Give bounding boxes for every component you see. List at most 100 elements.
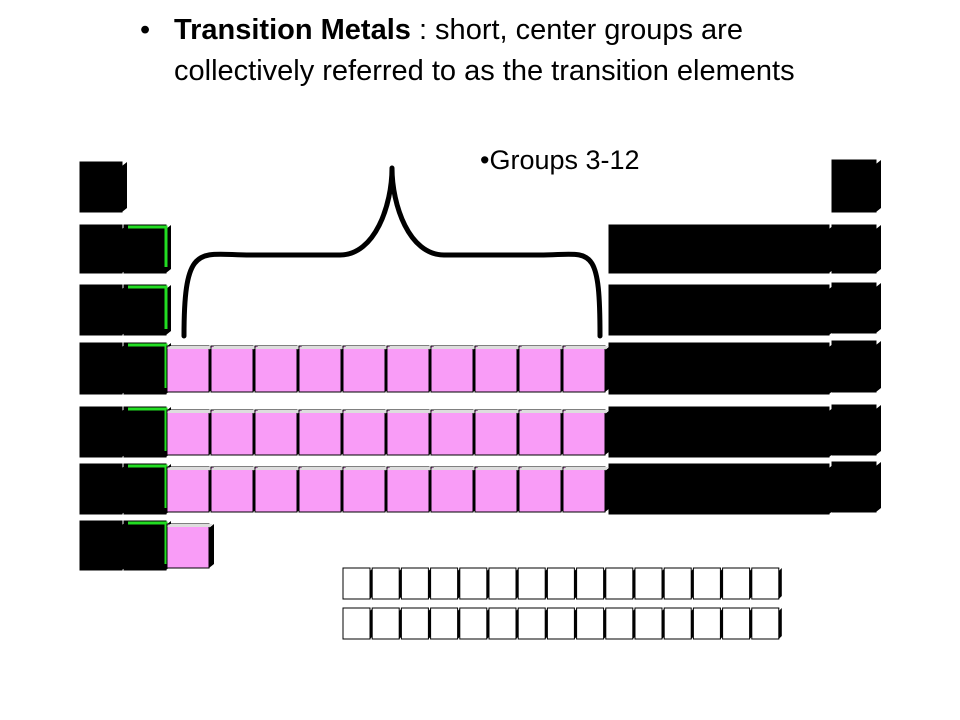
- f-block-cell: [546, 607, 578, 640]
- f-block-cell: [751, 567, 782, 600]
- f-block-cell: [371, 607, 403, 640]
- f-block-cell: [634, 567, 665, 600]
- group-2-cell: [123, 342, 171, 395]
- f-block-cell: [459, 567, 490, 600]
- f-block-cell: [459, 607, 490, 640]
- group-2-cell: [123, 284, 171, 336]
- transition-metal-cell: [474, 409, 522, 456]
- bullet-marker: •: [480, 145, 490, 175]
- transition-metal-cell: [562, 409, 610, 456]
- f-block-cell: [605, 567, 636, 600]
- group-2-edge-highlight: [128, 225, 168, 267]
- transition-metal-cell: [342, 345, 390, 393]
- periodic-table-blocks: [79, 159, 881, 640]
- group-2-edge-highlight: [128, 521, 168, 564]
- group-2-cell: [123, 463, 171, 515]
- f-block-cell: [488, 607, 519, 640]
- transition-metal-cell: [298, 466, 346, 513]
- transition-metal-cell: [254, 409, 302, 456]
- group-1-cell: [79, 406, 127, 458]
- f-block-cell: [576, 567, 607, 600]
- transition-metal-cell: [518, 409, 566, 456]
- transition-metal-cell: [474, 466, 522, 513]
- group-2-cell: [123, 224, 171, 274]
- groups-label: Groups 3-12: [489, 145, 640, 175]
- transition-metal-cell: [254, 466, 302, 513]
- noble-gas-cell: [831, 224, 881, 274]
- f-block-cell: [692, 607, 724, 640]
- transition-metal-cell: [430, 466, 478, 513]
- f-block-cell: [400, 567, 432, 600]
- group-2-edge-highlight: [128, 285, 168, 329]
- transition-metal-cell: [166, 409, 214, 456]
- group-2-cell: [123, 520, 171, 571]
- transition-metal-cell: [518, 466, 566, 513]
- f-block-cell: [488, 567, 519, 600]
- transition-metal-cell: [254, 345, 302, 393]
- group-2-edge-highlight: [128, 343, 168, 388]
- group-2-edge-highlight: [128, 407, 168, 451]
- groups-brace: [181, 165, 603, 339]
- bullet-text: Transition Metals : short, center groups…: [174, 10, 860, 92]
- transition-metal-cell: [430, 345, 478, 393]
- noble-gas-cell: [831, 340, 881, 393]
- f-block-cell: [342, 567, 373, 600]
- transition-metal-cell: [386, 466, 434, 513]
- transition-metal-cell: [298, 345, 346, 393]
- transition-metal-cell: [298, 409, 346, 456]
- transition-metal-cell: [386, 409, 434, 456]
- p-block-row: [608, 224, 834, 274]
- f-block-cell: [576, 607, 607, 640]
- transition-metal-cell: [210, 409, 258, 456]
- transition-metal-cell: [166, 523, 214, 569]
- transition-metal-cell: [430, 409, 478, 456]
- p-block-row: [608, 342, 834, 395]
- transition-metal-cell: [518, 345, 566, 393]
- noble-gas-cell: [831, 404, 881, 456]
- transition-metals-bullet: • Transition Metals : short, center grou…: [140, 10, 860, 92]
- group-2-edge-highlight: [128, 464, 168, 508]
- group-2-cell: [123, 406, 171, 458]
- p-block-row: [608, 463, 834, 515]
- groups-bullet: •Groups 3-12: [480, 142, 640, 178]
- f-block-cell: [342, 607, 373, 640]
- f-block-cell: [722, 567, 753, 600]
- f-block-cell: [430, 607, 461, 640]
- transition-metal-cell: [342, 409, 390, 456]
- noble-gas-cell: [831, 159, 881, 213]
- term-transition-metals: Transition Metals: [174, 14, 411, 46]
- p-block-row: [608, 284, 834, 336]
- transition-metal-cell: [166, 466, 214, 513]
- noble-gas-cell: [831, 282, 881, 334]
- noble-gas-cell: [831, 461, 881, 513]
- transition-metal-cell: [342, 466, 390, 513]
- f-block-cell: [371, 567, 403, 600]
- f-block-cell: [722, 607, 753, 640]
- group-1-cell: [79, 161, 127, 213]
- transition-metal-cell: [562, 466, 610, 513]
- p-block-row: [608, 406, 834, 458]
- group-1-cell: [79, 342, 127, 395]
- f-block-cell: [546, 567, 578, 600]
- f-block-cell: [605, 607, 636, 640]
- transition-metal-cell: [562, 345, 610, 393]
- group-1-cell: [79, 284, 127, 336]
- f-block-cell: [663, 607, 695, 640]
- group-1-cell: [79, 520, 127, 571]
- group-1-cell: [79, 463, 127, 515]
- f-block-cell: [400, 607, 432, 640]
- f-block-cell: [517, 567, 549, 600]
- f-block-cell: [430, 567, 461, 600]
- group-1-cell: [79, 224, 127, 274]
- transition-metal-cell: [474, 345, 522, 393]
- term-definition: : short, center groups are collectively …: [174, 14, 795, 87]
- f-block-cell: [634, 607, 665, 640]
- f-block-cell: [751, 607, 782, 640]
- bullet-marker: •: [140, 14, 151, 46]
- f-block-cell: [517, 607, 549, 640]
- transition-metal-cell: [210, 466, 258, 513]
- transition-metal-cell: [386, 345, 434, 393]
- transition-metal-cell: [166, 345, 214, 393]
- f-block-cell: [663, 567, 695, 600]
